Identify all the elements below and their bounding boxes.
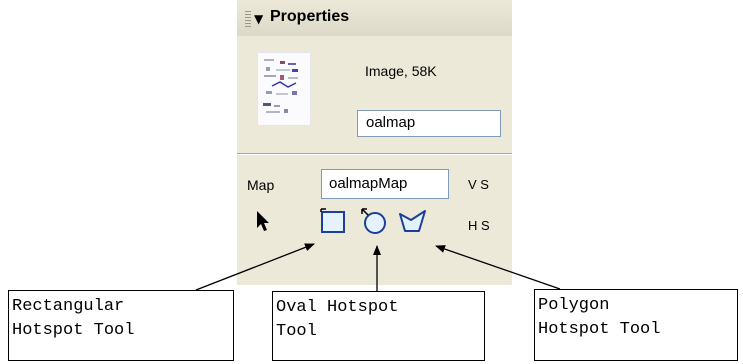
properties-panel: ▼ Properties Image, 58K oalmap Map oalma… (237, 0, 512, 285)
map-label: Map (247, 177, 275, 193)
map-name-input[interactable]: oalmapMap (321, 169, 449, 199)
gripper-icon[interactable] (245, 11, 251, 27)
section-divider (237, 153, 512, 155)
rectangular-hotspot-icon (320, 208, 345, 233)
polygon-hotspot-icon (399, 210, 426, 232)
image-thumbnail (257, 52, 311, 126)
rectangular-callout-arrow (195, 243, 315, 291)
callout-line: Hotspot Tool (538, 320, 661, 339)
callout-line: Polygon (538, 296, 610, 315)
polygon-hotspot-callout: Polygon Hotspot Tool (534, 289, 738, 361)
polygon-callout-arrow (435, 245, 561, 290)
image-info-label: Image, 58K (365, 63, 437, 79)
collapse-arrow-icon[interactable]: ▼ (254, 12, 264, 26)
callout-line: Tool (276, 322, 317, 341)
callout-line: Oval Hotspot (276, 298, 399, 317)
vspace-label: V S (468, 177, 489, 192)
callout-line: Hotspot Tool (12, 321, 135, 340)
oval-hotspot-callout: Oval Hotspot Tool (272, 291, 485, 361)
panel-title-bar[interactable]: ▼ Properties (237, 0, 512, 36)
pointer-hotspot-tool[interactable] (250, 206, 282, 238)
oval-hotspot-icon (361, 208, 386, 234)
polygon-hotspot-tool[interactable] (397, 206, 429, 238)
oval-hotspot-tool[interactable] (359, 206, 391, 238)
pointer-hotspot-icon (257, 211, 269, 231)
image-name-input[interactable]: oalmap (357, 110, 501, 137)
map-thumbnail-icon (263, 59, 298, 113)
callout-line: Rectangular (12, 297, 125, 316)
hspace-label: H S (468, 218, 490, 233)
rectangular-hotspot-tool[interactable] (318, 206, 350, 238)
panel-title: Properties (270, 8, 350, 25)
rectangular-hotspot-callout: Rectangular Hotspot Tool (8, 290, 234, 361)
